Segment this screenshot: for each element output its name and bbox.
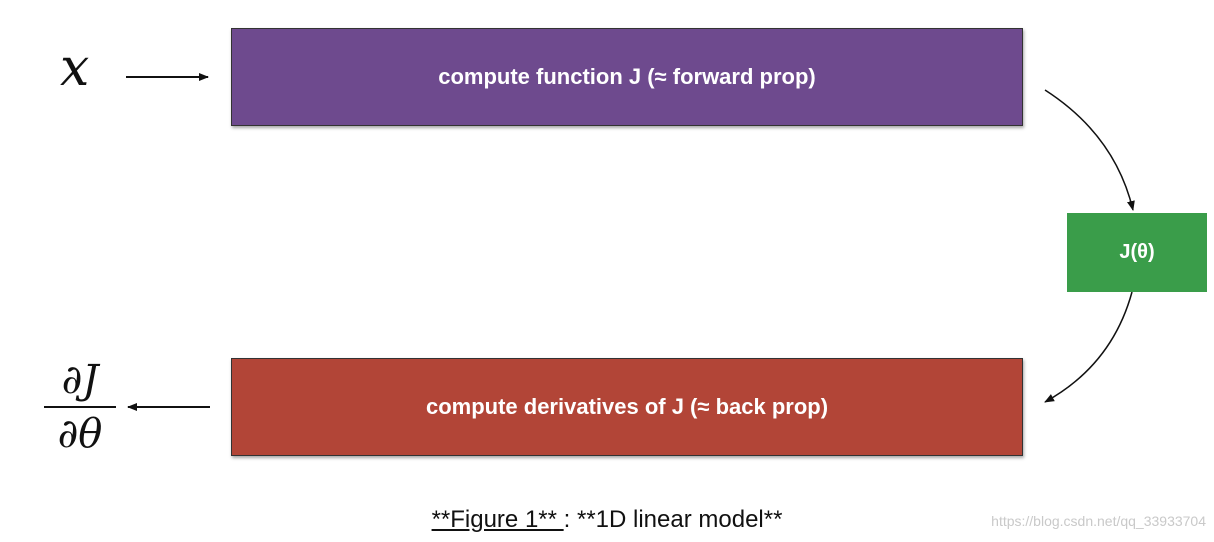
watermark: https://blog.csdn.net/qq_33933704 xyxy=(991,513,1206,529)
gradient-denominator: ∂θ xyxy=(57,411,103,457)
forward-to-cost-arrow xyxy=(1044,89,1135,211)
caption-text: **1D linear model** xyxy=(576,506,783,533)
figure-label: **Figure 1** xyxy=(431,506,564,533)
forward-prop-box: compute function J (≈ forward prop) xyxy=(231,28,1023,126)
fraction-bar xyxy=(44,406,116,408)
cost-label: J(θ) xyxy=(1119,241,1155,263)
figure-caption: **Figure 1** : **1D linear model** xyxy=(0,506,1214,534)
cost-box: J(θ) xyxy=(1067,213,1207,292)
caption-separator: : xyxy=(563,506,577,533)
forward-prop-label: compute function J (≈ forward prop) xyxy=(438,64,816,89)
gradient-numerator: ∂J xyxy=(61,357,99,403)
gradient-output: ∂J ∂θ xyxy=(40,356,120,458)
back-prop-box: compute derivatives of J (≈ back prop) xyxy=(231,358,1023,456)
back-prop-label: compute derivatives of J (≈ back prop) xyxy=(425,394,829,419)
cost-to-backward-arrow xyxy=(1044,291,1133,403)
input-x: x xyxy=(60,38,90,98)
